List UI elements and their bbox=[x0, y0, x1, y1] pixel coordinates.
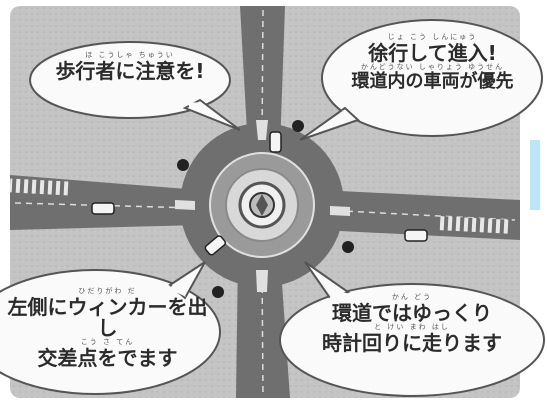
splitter-island bbox=[175, 200, 195, 210]
car bbox=[404, 229, 428, 242]
bubble-bottom-right-text: かん どう 環道ではゆっくり と けい まわ はし 時計回りに走ります bbox=[296, 293, 528, 355]
lane-line bbox=[324, 209, 516, 221]
drive-slowly-label: 環道ではゆっくり bbox=[332, 301, 492, 325]
car bbox=[204, 235, 227, 256]
road-south bbox=[236, 255, 290, 398]
bubble-bottom-left bbox=[0, 261, 221, 395]
ruby-text: かん どう bbox=[391, 293, 433, 301]
map-edge-blue bbox=[530, 140, 540, 210]
bubble-top-right-text: じょ こう しんにゅう 徐行して進入! かんどうない しゃりょう ゆうせん 環道… bbox=[330, 33, 535, 92]
signal-left-label: 左側にウィンカーを出し bbox=[7, 295, 208, 340]
car bbox=[91, 202, 115, 215]
ruby-text: ひだりがわ だ bbox=[78, 287, 137, 295]
bubble-top-right bbox=[299, 19, 543, 141]
bubble-bottom-left-text: ひだりがわ だ 左側にウィンカーを出し こう さ てん 交差点をでます bbox=[0, 287, 215, 370]
crosswalk bbox=[9, 178, 71, 196]
ruby-text: かんどうない しゃりょう ゆうせん bbox=[360, 63, 505, 71]
slow-entry-label: 徐行して進入! bbox=[368, 41, 497, 65]
pedestrian-icon bbox=[177, 159, 189, 171]
pedestrian-icon bbox=[212, 286, 224, 298]
clockwise-label: 時計回りに走ります bbox=[322, 331, 502, 355]
caution-pedestrians-label: 歩行者に注意を! bbox=[55, 59, 205, 83]
ruby-text: ほ こうしゃ ちゅうい bbox=[85, 51, 175, 59]
ruby-text: と けい まわ はし bbox=[374, 323, 450, 331]
pedestrian-icon bbox=[342, 241, 354, 253]
crosswalk bbox=[439, 216, 511, 234]
priority-label: 環道内の車両が優先 bbox=[351, 71, 514, 92]
exit-label: 交差点をでます bbox=[37, 346, 178, 370]
bubble-bottom-right bbox=[279, 261, 545, 397]
pedestrian-icon bbox=[292, 120, 304, 132]
ruby-text: じょ こう しんにゅう bbox=[387, 33, 478, 41]
center-ornament bbox=[256, 194, 268, 216]
bubble-top-left bbox=[29, 41, 241, 131]
splitter-island bbox=[256, 120, 268, 140]
car bbox=[269, 131, 282, 153]
ruby-text: こう さ てん bbox=[80, 338, 135, 346]
bubble-top-left-text: ほ こうしゃ ちゅうい 歩行者に注意を! bbox=[38, 51, 222, 83]
splitter-island bbox=[330, 206, 350, 216]
splitter-island bbox=[256, 270, 268, 292]
